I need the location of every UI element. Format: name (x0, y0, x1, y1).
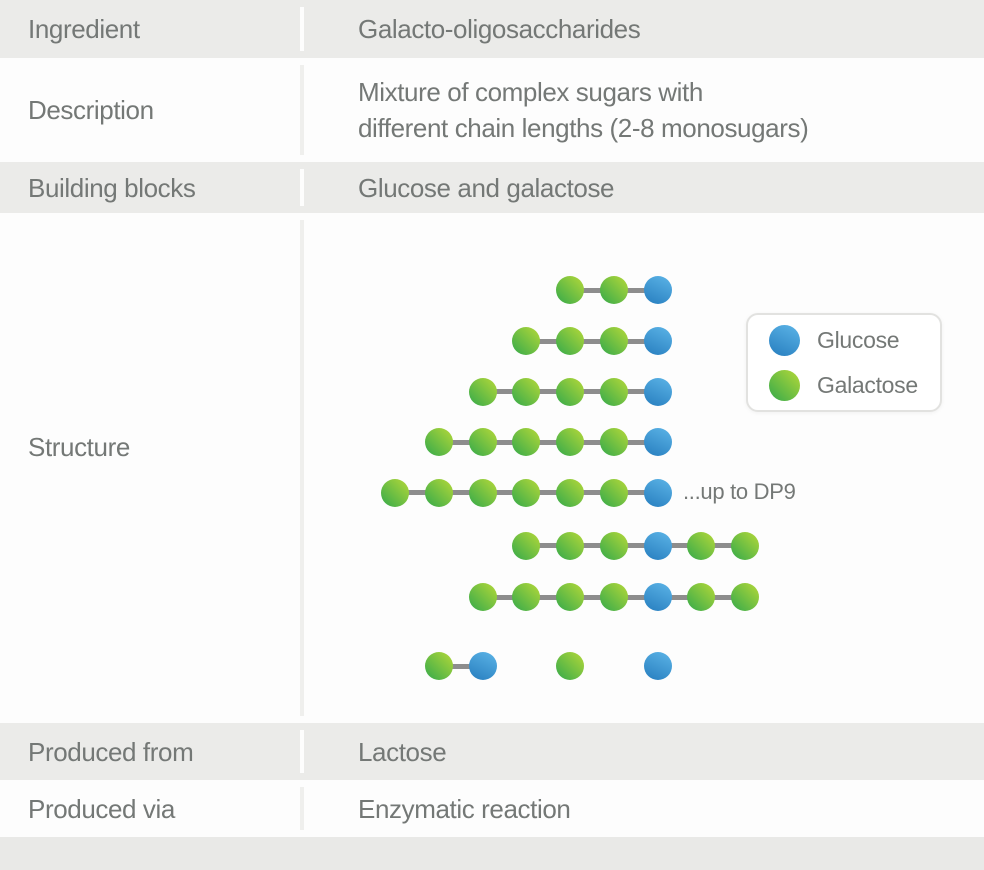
row-value: Lactose (358, 736, 447, 767)
row-label-cell: Ingredient (0, 0, 304, 58)
row-value-line: different chain lengths (2-8 monosugars) (358, 113, 809, 143)
row-label: Structure (28, 432, 130, 462)
row-value-cell: Lactose (302, 723, 984, 780)
ingredient-table: Ingredient Galacto-oligosaccharides Desc… (0, 0, 984, 837)
row-value-cell: Mixture of complex sugars with different… (302, 58, 984, 162)
row-label-cell: Produced via (0, 780, 304, 837)
row-value-line: Mixture of complex sugars with (358, 77, 703, 107)
row-label: Produced from (28, 736, 194, 767)
row-label: Description (28, 95, 154, 125)
table-row-structure: Structure (0, 213, 984, 723)
table-row-description: Description Mixture of complex sugars wi… (0, 58, 984, 162)
row-label-cell: Description (0, 58, 304, 162)
row-value-cell: Enzymatic reaction (302, 780, 984, 837)
column-divider (300, 220, 304, 716)
row-label-cell: Produced from (0, 723, 304, 780)
column-divider (300, 65, 304, 155)
row-label: Building blocks (28, 172, 196, 203)
table-row-ingredient: Ingredient Galacto-oligosaccharides (0, 0, 984, 58)
row-value-cell: Galacto-oligosaccharides (302, 0, 984, 58)
row-value: Enzymatic reaction (358, 793, 571, 824)
table-row-produced-via: Produced via Enzymatic reaction (0, 780, 984, 837)
row-value: Galacto-oligosaccharides (358, 14, 641, 44)
column-divider (300, 7, 304, 51)
row-value: Glucose and galactose (358, 172, 615, 203)
table-row-produced-from: Produced from Lactose (0, 723, 984, 780)
row-label-cell: Building blocks (0, 162, 304, 213)
row-value-cell: Glucose and galactose (302, 162, 984, 213)
row-label-cell: Structure (0, 213, 304, 723)
row-value-cell (302, 213, 984, 723)
column-divider (300, 169, 304, 206)
column-divider (300, 730, 304, 773)
column-divider (300, 787, 304, 830)
row-label: Ingredient (28, 14, 140, 44)
table-row-building-blocks: Building blocks Glucose and galactose (0, 162, 984, 213)
row-label: Produced via (28, 793, 175, 824)
